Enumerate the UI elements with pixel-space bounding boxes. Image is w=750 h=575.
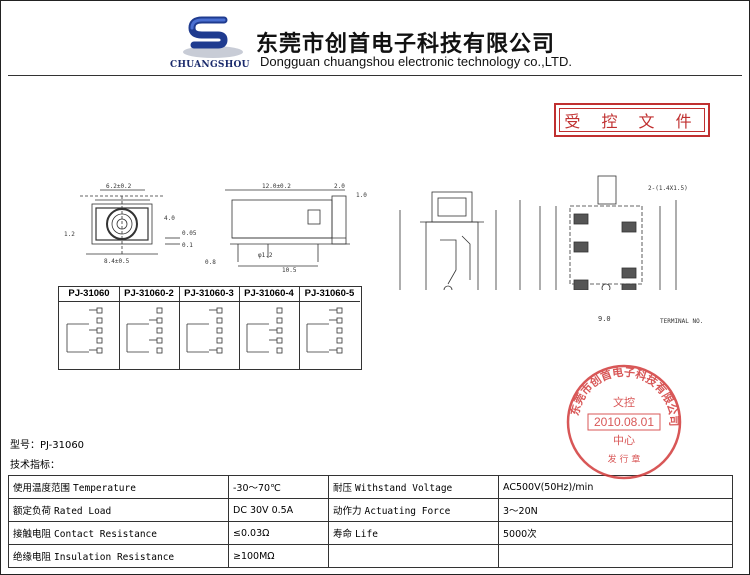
spec-value: 3～20N [498, 498, 733, 522]
seal-center-text: 中心 [613, 434, 635, 447]
model-number: 型号：PJ-31060 [10, 440, 85, 451]
logo-text: CHUANGSHOU [170, 60, 250, 70]
seal-bottom-text: 发 行 章 [608, 453, 641, 465]
spec-label: 动作力 Actuating Force [328, 498, 499, 522]
pin-variant-table: PJ-31060 PJ-31060-2 PJ-31060-3 PJ-31060-… [58, 286, 362, 370]
spec-label: 寿命 Life [328, 521, 499, 545]
dim-tol1: 0.05 [182, 230, 197, 237]
table-row: 额定负荷 Rated Load DC 30V 0.5A 动作力 Actuatin… [8, 498, 733, 522]
pcb-layout: 2-(1.4X1.5) [539, 175, 688, 290]
spec-label: 绝缘电阻 Insulation Resistance [8, 544, 229, 568]
table-row: 接触电阻 Contact Resistance ≤0.03Ω 寿命 Life 5… [8, 521, 733, 545]
dim-height: 4.0 [164, 215, 175, 222]
front-view: 6.2±0.2 8.4±0.5 4.0 1.2 0.05 0.1 [64, 183, 197, 265]
pin-schematics [66, 307, 343, 354]
dim-1: 1.0 [356, 192, 367, 199]
company-name-cn: 东莞市创首电子科技有限公司 [256, 32, 556, 57]
spec-value: -30～70℃ [228, 475, 329, 499]
spec-value: 5000次 [498, 521, 733, 545]
pin-variant-name: PJ-31060-4 [239, 287, 299, 302]
dim-holes: 2-(1.4X1.5) [648, 185, 688, 192]
company-name-en: Dongguan chuangshou electronic technolog… [260, 54, 572, 69]
side-view: 12.0±0.2 2.0 1.0 φ1.2 10.5 0.8 [205, 183, 367, 274]
seal-date: 2010.08.01 [594, 415, 654, 429]
seal-top-text: 文控 [613, 395, 635, 409]
dim-pitch: 10.5 [282, 267, 297, 274]
controlled-document-box: 受 控 文 件 [554, 103, 710, 137]
spec-table: 使用温度范围 Temperature -30～70℃ 耐压 Withstand … [8, 475, 733, 568]
pin-variant-name: PJ-31060 [59, 287, 119, 302]
technical-drawing: 6.2±0.2 8.4±0.5 4.0 1.2 0.05 0.1 12.0±0.… [64, 175, 688, 290]
spec-value: DC 30V 0.5A [228, 498, 329, 522]
spec-label [328, 544, 499, 568]
spec-value: ≤0.03Ω [228, 521, 329, 545]
company-logo-icon [183, 16, 243, 58]
section-view [399, 191, 521, 290]
dim-phi: φ1.2 [258, 252, 273, 259]
controlled-document-label: 受 控 文 件 [559, 108, 705, 132]
pin-variant: PJ-31060-2 [119, 287, 180, 369]
spec-value [498, 544, 733, 568]
spec-value: ≥100MΩ [228, 544, 329, 568]
dim-width-top: 6.2±0.2 [106, 183, 132, 190]
dim-pcb-width: 9.0 [598, 315, 611, 323]
dim-small: 0.8 [205, 259, 216, 266]
pin-variant-name: PJ-31060-3 [179, 287, 239, 302]
tech-spec-title: 技术指标： [10, 460, 60, 471]
spec-label: 使用温度范围 Temperature [8, 475, 229, 499]
table-row: 使用温度范围 Temperature -30～70℃ 耐压 Withstand … [8, 475, 733, 499]
dim-left: 1.2 [64, 231, 75, 238]
spec-label: 额定负荷 Rated Load [8, 498, 229, 522]
dim-width-bottom: 8.4±0.5 [104, 258, 130, 265]
pin-variant-name: PJ-31060-5 [299, 287, 360, 302]
terminal-no-label: TERMINAL NO. [660, 318, 704, 325]
dim-length: 12.0±0.2 [262, 183, 291, 190]
dim-tol2: 0.1 [182, 242, 193, 249]
spec-label: 耐压 Withstand Voltage [328, 475, 499, 499]
spec-label: 接触电阻 Contact Resistance [8, 521, 229, 545]
dim-2: 2.0 [334, 183, 345, 190]
pin-variant: PJ-31060 [59, 287, 120, 369]
header-divider [8, 75, 742, 76]
pin-variant: PJ-31060-5 [299, 287, 360, 369]
spec-value: AC500V(50Hz)/min [498, 475, 733, 499]
table-row: 绝缘电阻 Insulation Resistance ≥100MΩ [8, 544, 733, 568]
pin-variant: PJ-31060-4 [239, 287, 300, 369]
pin-variant: PJ-31060-3 [179, 287, 240, 369]
pin-variant-name: PJ-31060-2 [119, 287, 179, 302]
red-seal-icon: 东莞市创首电子科技有限公司 文控 2010.08.01 中心 发 行 章 [566, 365, 682, 480]
